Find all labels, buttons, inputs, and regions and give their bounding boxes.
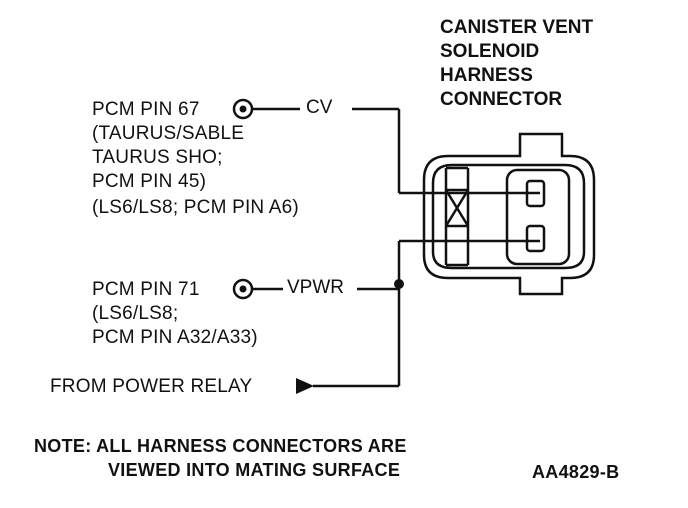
figure-id: AA4829-B (532, 462, 620, 482)
vent-solenoid-connector (422, 132, 596, 296)
vpwr-signal-label: VPWR (287, 277, 344, 298)
power-source-label: FROM POWER RELAY (50, 376, 253, 397)
pcm-pin-71-terminal (232, 278, 254, 300)
vpwr-wire (252, 239, 540, 388)
connector-title-line: CANISTER VENT (440, 17, 594, 38)
vpwr-pin-line: PCM PIN A32/A33) (92, 327, 258, 348)
note-line: NOTE: ALL HARNESS CONNECTORS ARE (34, 436, 407, 456)
cv-signal-label: CV (306, 97, 333, 118)
vpwr-pin-line: (LS6/LS8; (92, 303, 179, 324)
cv-pin-line: (LS6/LS8; PCM PIN A6) (92, 197, 299, 218)
cv-pin-line: PCM PIN 45) (92, 171, 207, 192)
cv-pin-line: TAURUS SHO; (92, 147, 223, 168)
connector-title-line: HARNESS (440, 65, 533, 86)
pcm-pin-67-terminal (232, 98, 254, 120)
power-arrow (296, 378, 314, 394)
cv-pin-line: PCM PIN 67 (92, 99, 200, 120)
cv-wire (252, 107, 540, 195)
cv-pin-line: (TAURUS/SABLE (92, 123, 245, 144)
connector-title-line: SOLENOID (440, 41, 540, 62)
note-line: VIEWED INTO MATING SURFACE (108, 460, 401, 480)
connector-title-line: CONNECTOR (440, 89, 563, 110)
vpwr-pin-line: PCM PIN 71 (92, 279, 200, 300)
splice-junction (394, 279, 404, 289)
